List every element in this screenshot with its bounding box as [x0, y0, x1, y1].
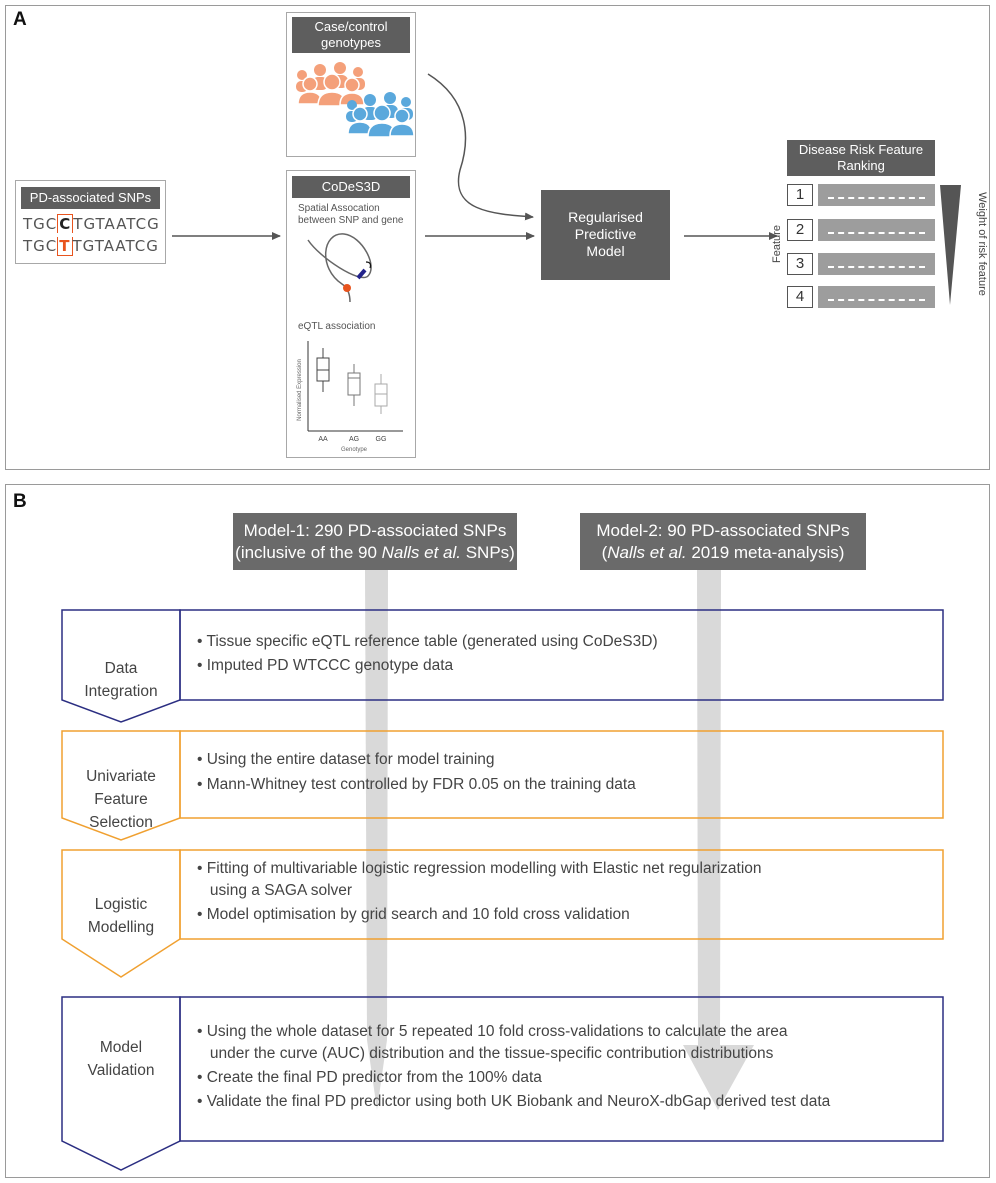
rank-3-bar — [818, 253, 935, 275]
rank-1-bar — [818, 184, 935, 206]
stage-3-label-line1: Logistic — [94, 896, 148, 913]
stage-3-bullet-3: • Model optimisation by grid search and … — [197, 906, 630, 923]
people-icon — [296, 62, 414, 138]
model-1-line2-pre: (inclusive of the 90 — [235, 543, 382, 562]
stage-2-label-line1: Univariate — [86, 768, 156, 785]
ranking-title-line1: Disease Risk Feature — [798, 142, 924, 157]
stage-4-label-line1: Model — [99, 1039, 143, 1056]
rank-4-number: 4 — [787, 286, 813, 308]
case-control-title: Case/control genotypes — [292, 17, 410, 53]
model-2-line2-post: 2019 meta-analysis) — [686, 543, 845, 562]
panel-b — [5, 484, 990, 1178]
ranking-title: Disease Risk Feature Ranking — [787, 140, 935, 176]
spatial-association-label: Spatial Assocation between SNP and gene — [298, 203, 403, 227]
model-1-line2-post: SNPs) — [461, 543, 515, 562]
genotype-aa: AA — [318, 436, 328, 443]
spatial-line2: between SNP and gene — [298, 215, 404, 226]
ranking-title-line2: Ranking — [837, 158, 885, 173]
stage-3-label: Logistic Modelling — [62, 893, 180, 939]
stage-1-label-line2: Integration — [84, 683, 158, 700]
panel-b-label: B — [13, 491, 27, 512]
codes3d-title: CoDeS3D — [292, 176, 410, 198]
stage-3-label-line2: Modelling — [87, 919, 155, 936]
genotype-ag: AG — [349, 436, 359, 443]
eqtl-boxplot: Normalised Expression AA AG GG Genotype — [297, 341, 403, 453]
stage-2-bullet-1: • Using the entire dataset for model tra… — [197, 751, 495, 768]
eqtl-ylabel: Normalised Expression — [297, 359, 303, 421]
model-2-line2: (Nalls et al. 2019 meta-analysis) — [580, 542, 866, 564]
chromatin-loop-icon — [307, 233, 372, 303]
stage-4-bullet-1: • Using the whole dataset for 5 repeated… — [197, 1023, 788, 1040]
model-1-header: Model-1: 290 PD-associated SNPs (inclusi… — [233, 513, 517, 570]
stage-4-bullet-3: • Create the final PD predictor from the… — [197, 1069, 542, 1086]
stage-4-label: Model Validation — [62, 1036, 180, 1082]
model-1-line2-em: Nalls et al. — [381, 543, 461, 562]
stage-2-label-line2: Feature — [94, 791, 148, 808]
stage-1-bullet-1: • Tissue specific eQTL reference table (… — [197, 633, 658, 650]
panel-a-arrows — [172, 73, 961, 305]
rank-3-number: 3 — [787, 253, 813, 275]
case-control-title-line1: Case/control — [314, 19, 388, 34]
model-line1: Regularised — [568, 209, 643, 225]
model-2-line1: Model-2: 90 PD-associated SNPs — [596, 521, 850, 540]
stage-1-label-line1: Data — [104, 660, 138, 677]
stage-2-label: Univariate Feature Selection — [62, 765, 180, 834]
model-line2: Predictive — [574, 226, 637, 242]
seq2-pre: TGC — [23, 237, 58, 255]
eqtl-title: eQTL association — [298, 321, 376, 332]
seq1-pre: TGC — [23, 215, 58, 233]
stage-3-bullet-2: using a SAGA solver — [197, 882, 353, 899]
rank-2-number: 2 — [787, 219, 813, 241]
eqtl-xlabel: Genotype — [341, 447, 368, 453]
model-1-line1: Model-1: 290 PD-associated SNPs — [243, 521, 507, 540]
snps-title: PD-associated SNPs — [21, 187, 160, 209]
model-2-header: Model-2: 90 PD-associated SNPs (Nalls et… — [580, 513, 866, 570]
stage-2-bullet-2: • Mann-Whitney test controlled by FDR 0.… — [197, 776, 636, 793]
stage-2-label-line3: Selection — [89, 814, 153, 831]
model-2-line2-pre: ( — [601, 543, 608, 562]
seq2-highlight: T — [57, 237, 73, 256]
predictive-model-box: Regularised Predictive Model — [541, 190, 670, 280]
stage-4-bullet-2: under the curve (AUC) distribution and t… — [197, 1045, 774, 1062]
rank-4-bar — [818, 286, 935, 308]
stage-1-label: Data Integration — [62, 657, 180, 703]
seq2-post: TGTAATCG — [72, 237, 159, 255]
model-2-line2-em: Nalls et al. — [607, 543, 687, 562]
spatial-line1: Spatial Assocation — [298, 203, 380, 214]
seq1-post: TGTAATCG — [73, 215, 160, 233]
stage-3-bullet-1: • Fitting of multivariable logistic regr… — [197, 860, 762, 877]
stage-4-label-line2: Validation — [87, 1062, 155, 1079]
panel-a-label: A — [13, 9, 27, 30]
model-line3: Model — [586, 243, 625, 259]
genotype-gg: GG — [376, 436, 387, 443]
seq1-highlight: C — [57, 214, 74, 233]
stage-1-bullet-2: • Imputed PD WTCCC genotype data — [197, 657, 454, 674]
case-control-title-line2: genotypes — [321, 35, 381, 50]
model-1-line2: (inclusive of the 90 Nalls et al. SNPs) — [233, 542, 517, 564]
rank-1-number: 1 — [787, 184, 813, 206]
stage-4-bullet-4: • Validate the final PD predictor using … — [197, 1093, 831, 1110]
rank-2-bar — [818, 219, 935, 241]
